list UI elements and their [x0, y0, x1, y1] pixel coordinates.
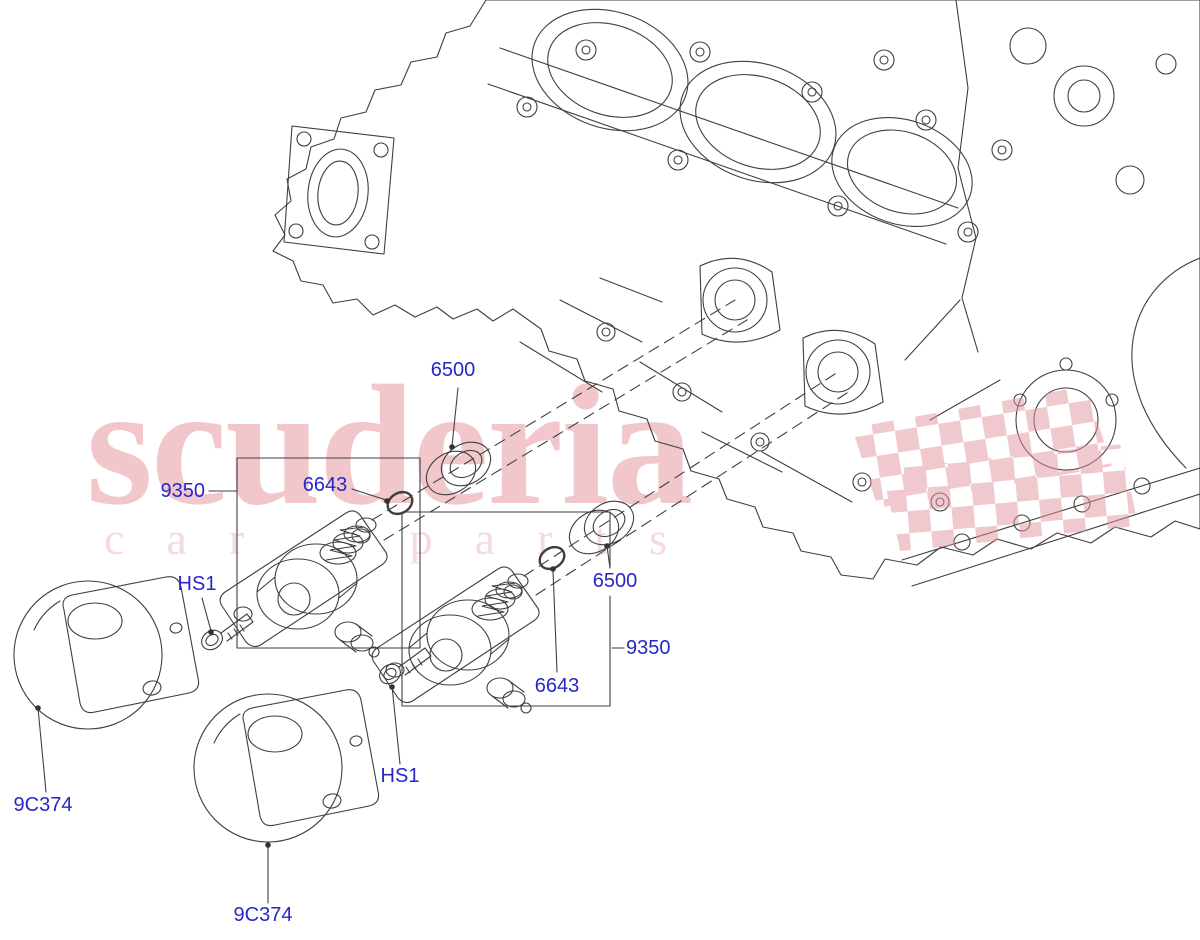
watermark-brand: scuderia	[86, 351, 693, 541]
assembly-axis-lines	[371, 299, 851, 596]
seal-6500-left	[417, 432, 500, 505]
cover-9c374-left	[13, 576, 200, 730]
callout-pump-right: 9350	[626, 637, 671, 659]
callout-cover-bottom: 9C374	[233, 904, 293, 926]
callout-seal-right: 6500	[592, 570, 638, 592]
callout-seal-top: 6500	[430, 359, 476, 381]
fuel-pump-9350-left	[219, 510, 388, 658]
pump-group-boxes	[236, 457, 611, 707]
callout-clip-left: 6643	[302, 474, 348, 496]
callout-bolt-left: HS1	[177, 573, 217, 595]
head-bolt-holes	[516, 39, 1013, 243]
cover-9c374-bottom	[193, 689, 380, 843]
checkered-flag-watermark	[852, 386, 1139, 552]
callout-bolt-right: HS1	[380, 765, 420, 787]
fuel-pump-9350-right	[371, 566, 540, 714]
callout-pump-left: 9350	[160, 480, 206, 502]
callout-cover-left: 9C374	[13, 794, 73, 816]
leader-end-dots	[35, 444, 610, 848]
callout-clip-right: 6643	[534, 675, 580, 697]
callout-leader-lines	[37, 387, 625, 904]
